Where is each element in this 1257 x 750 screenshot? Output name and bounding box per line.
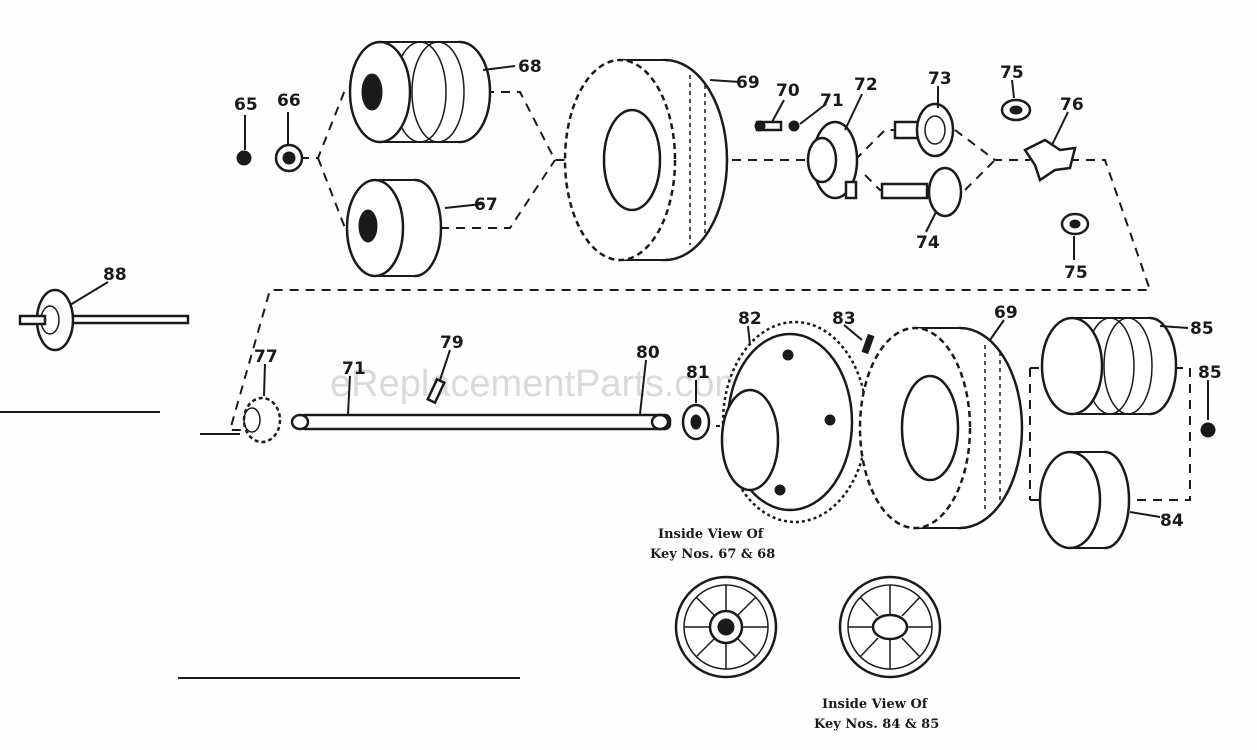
part-70-bolt: [754, 120, 783, 132]
callout-85-lower: 85: [1198, 363, 1222, 383]
part-85-nut: [1200, 422, 1216, 438]
part-75-bushing-bottom: [1060, 212, 1090, 236]
part-82-gear: [720, 320, 869, 524]
callout-81: 81: [686, 363, 710, 383]
part-76-cross: [1023, 138, 1077, 182]
callout-75-lower: 75: [1064, 263, 1088, 283]
callout-73: 73: [928, 69, 952, 89]
part-81-washer: [681, 403, 711, 441]
part-88-wheel-shaft: [18, 288, 190, 352]
leader-lines: [69, 65, 1209, 518]
callout-69-upper: 69: [736, 73, 760, 93]
callout-68: 68: [518, 57, 542, 77]
callout-76: 76: [1060, 95, 1084, 115]
callout-71-lower: 71: [342, 359, 366, 379]
callout-72: 72: [854, 75, 878, 95]
callout-82: 82: [738, 309, 762, 329]
part-68-pulley: [348, 40, 492, 144]
inside-view-84-85-wheel: [838, 575, 942, 679]
caption-inside-84-85-line2: Key Nos. 84 & 85: [814, 717, 939, 732]
part-67-pulley: [345, 178, 443, 278]
part-77-pinion-gear: [242, 396, 282, 444]
callout-85-upper: 85: [1190, 319, 1214, 339]
part-72-hub: [806, 120, 859, 200]
part-74-shaft: [880, 166, 963, 218]
callout-65-upper: 65: [234, 95, 258, 115]
callout-75-upper: 75: [1000, 63, 1024, 83]
part-71-washer: [788, 120, 800, 132]
callout-80: 80: [636, 343, 660, 363]
callout-71-upper: 71: [820, 91, 844, 111]
part-69-tire-lower: [858, 326, 1024, 530]
part-83-pin: [861, 333, 875, 355]
caption-inside-67-68-line2: Key Nos. 67 & 68: [650, 547, 775, 562]
callout-88: 88: [103, 265, 127, 285]
callout-69-lower: 69: [994, 303, 1018, 323]
callout-67: 67: [474, 195, 498, 215]
callout-66: 66: [277, 91, 301, 111]
callout-77: 77: [254, 347, 278, 367]
part-65-nut: [236, 150, 252, 166]
callout-84: 84: [1160, 511, 1184, 531]
part-66-nut: [274, 143, 304, 173]
part-75-bushing-top: [1000, 98, 1032, 122]
callout-79: 79: [440, 333, 464, 353]
part-79-key: [426, 377, 446, 405]
watermark-text: eReplacementParts.com: [330, 363, 746, 405]
callout-70: 70: [776, 81, 800, 101]
part-69-tire-upper: [563, 58, 729, 262]
inside-view-67-68-wheel: [674, 575, 778, 679]
caption-inside-84-85-line1: Inside View Of: [822, 697, 929, 712]
part-84-pulley: [1038, 450, 1131, 550]
callout-74: 74: [916, 233, 940, 253]
part-73-gear-shaft: [893, 102, 955, 158]
caption-inside-67-68-line1: Inside View Of: [658, 527, 765, 542]
part-85-pulley: [1040, 316, 1178, 416]
callout-83: 83: [832, 309, 856, 329]
part-71-axle: [290, 413, 672, 431]
